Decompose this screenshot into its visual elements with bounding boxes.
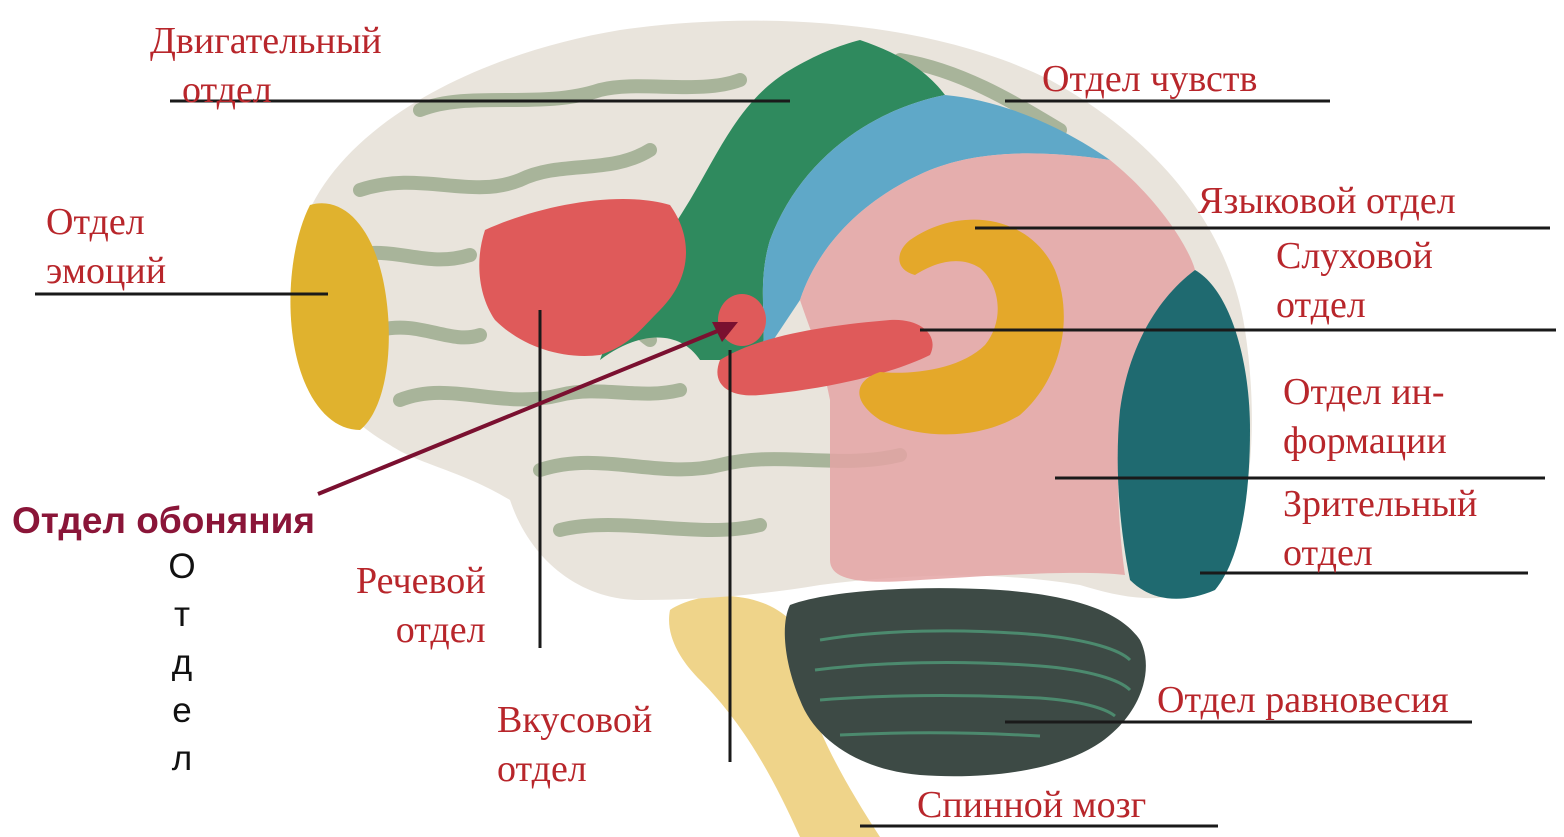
label-taste-line1: Вкусовой: [497, 696, 652, 745]
label-language: Языковой отдел: [1198, 177, 1456, 226]
cerebellum-shape: [785, 588, 1146, 776]
label-emotions: Отдел эмоций: [46, 198, 166, 296]
label-balance: Отдел равновесия: [1157, 676, 1449, 725]
label-visual-line1: Зрительный: [1283, 480, 1477, 529]
vertical-letter: О: [160, 543, 204, 591]
vertical-letter: т: [160, 591, 204, 639]
label-auditory-line1: Слуховой: [1276, 232, 1433, 281]
label-taste-line2: отдел: [497, 745, 652, 794]
label-emotions-line1: Отдел: [46, 198, 166, 247]
label-emotions-line2: эмоций: [46, 247, 166, 296]
label-senses: Отдел чувств: [1042, 55, 1257, 104]
label-motor-line1: Двигательный: [150, 17, 382, 66]
label-visual: Зрительный отдел: [1283, 480, 1477, 578]
label-motor-line2: отдел: [182, 66, 382, 115]
olfactory-area: [718, 294, 766, 346]
label-auditory: Слуховой отдел: [1276, 232, 1433, 330]
label-speech-line2: отдел: [356, 606, 486, 655]
vertical-letter: л: [160, 735, 204, 783]
vertical-letter: д: [160, 639, 204, 687]
label-speech-line1: Речевой: [356, 557, 486, 606]
label-spinal-cord: Спинной мозг: [917, 781, 1146, 830]
label-visual-line2: отдел: [1283, 529, 1477, 578]
label-olfaction: Отдел обоняния: [12, 498, 315, 544]
label-information-line1: Отдел ин-: [1283, 368, 1447, 417]
vertical-letter: е: [160, 687, 204, 735]
label-auditory-line2: отдел: [1276, 281, 1433, 330]
label-motor: Двигательный отдел: [150, 17, 382, 115]
label-information-line2: формации: [1283, 417, 1447, 466]
vertical-word: О т д е л: [160, 543, 204, 783]
label-taste: Вкусовой отдел: [497, 696, 652, 794]
label-speech: Речевой отдел: [356, 557, 486, 655]
label-information: Отдел ин- формации: [1283, 368, 1447, 466]
